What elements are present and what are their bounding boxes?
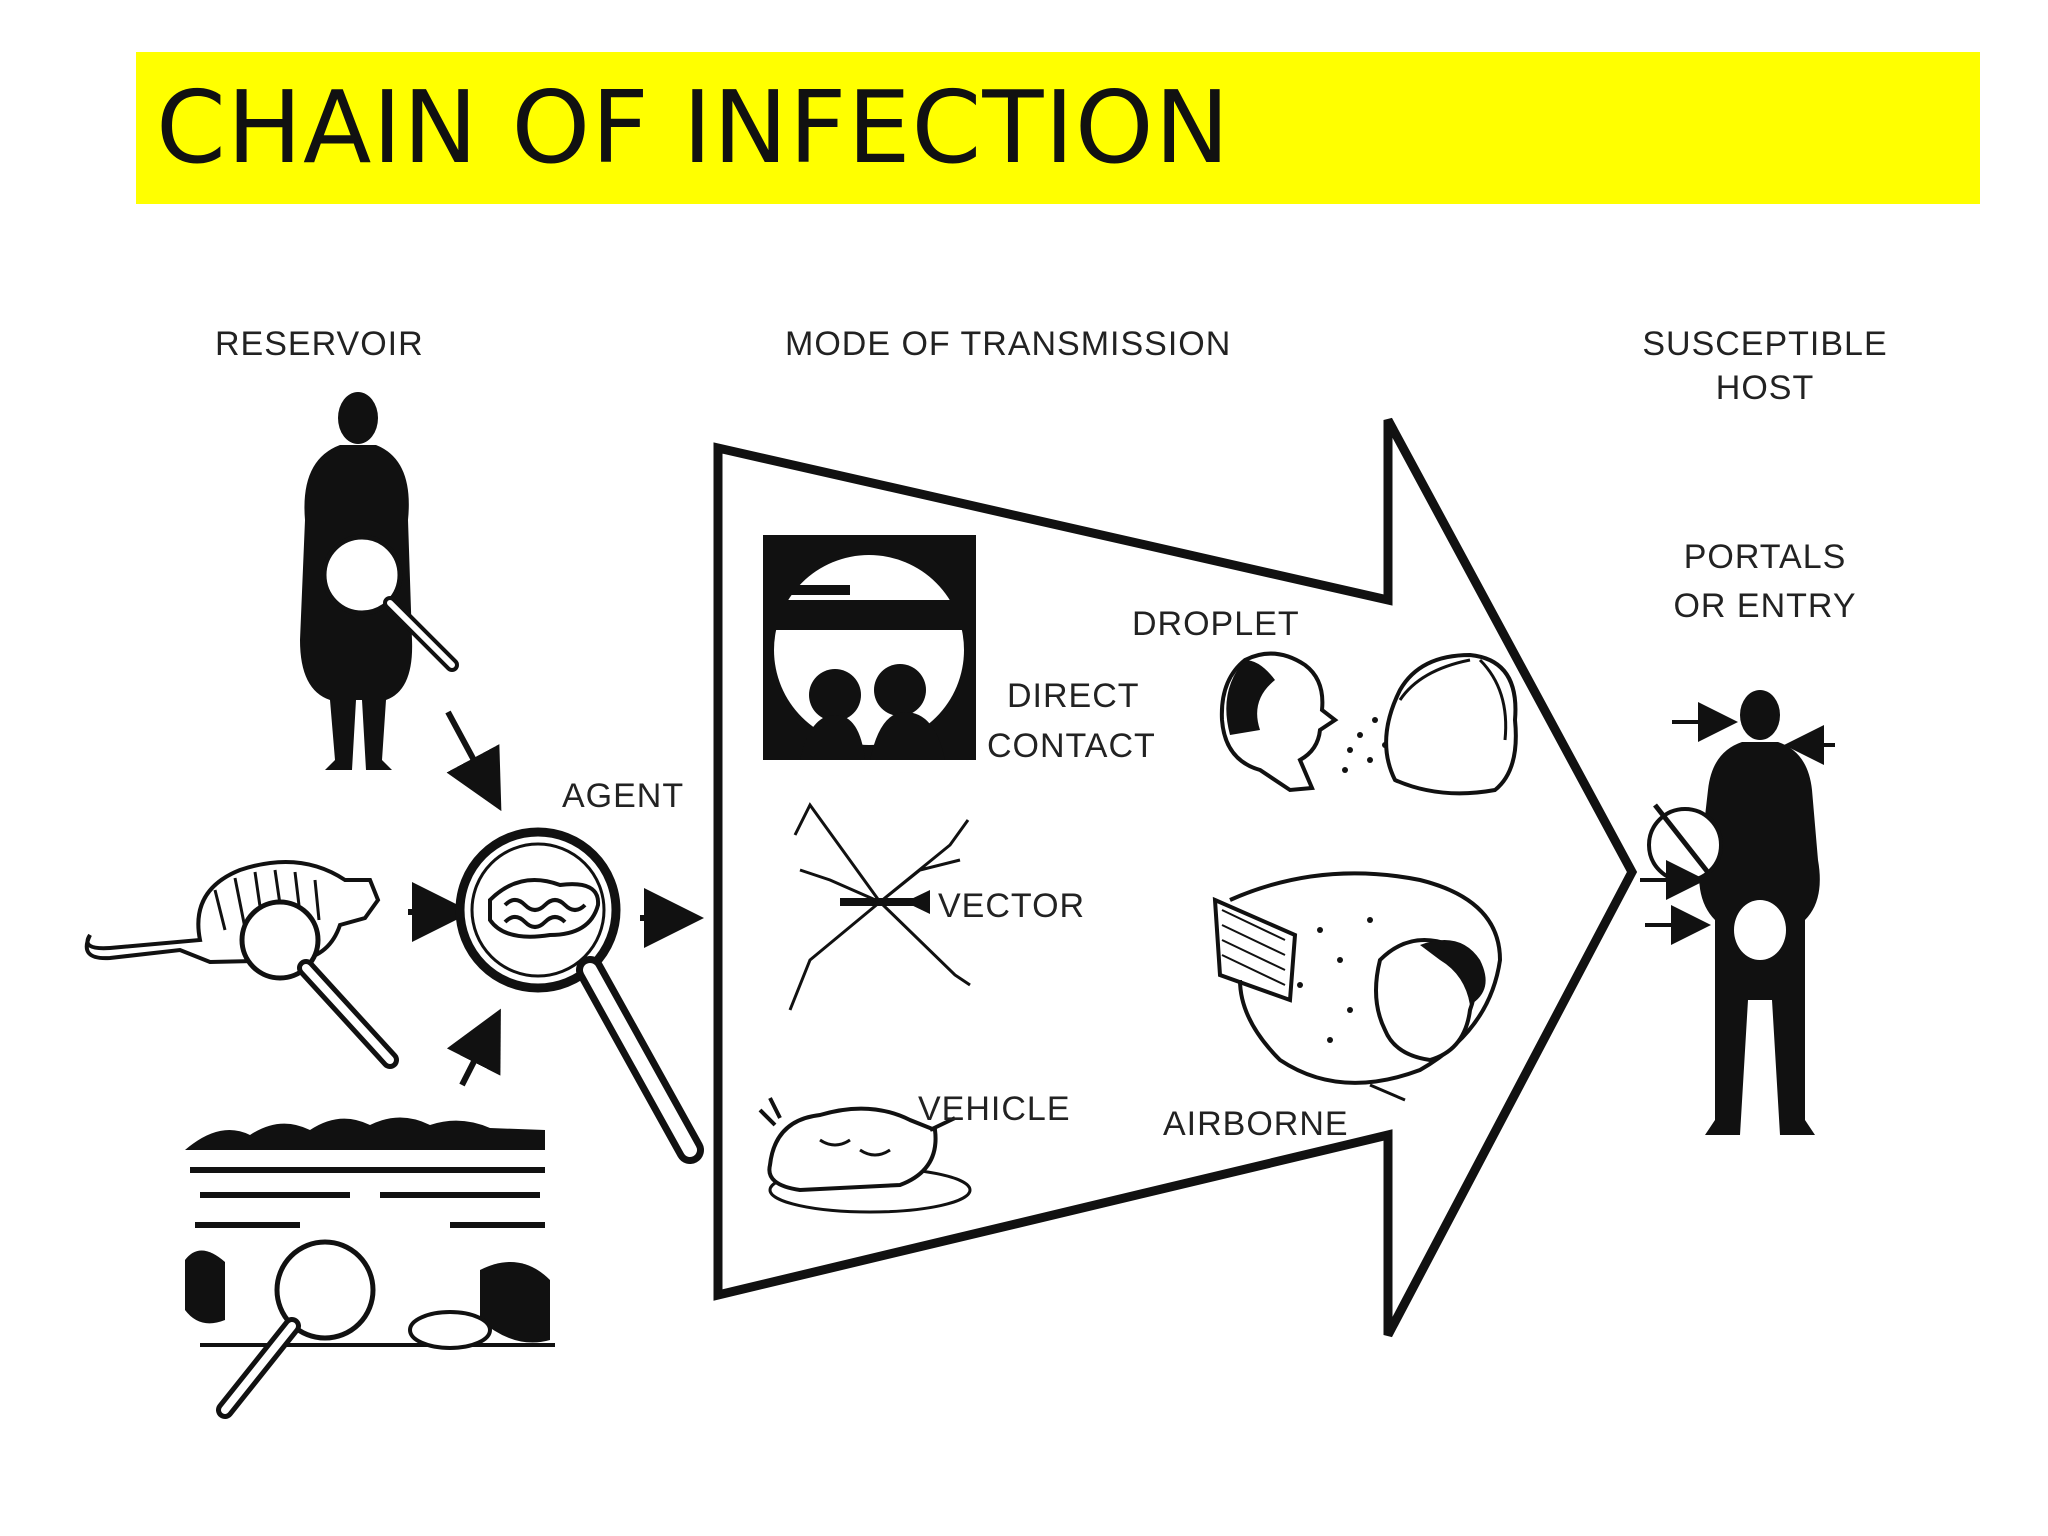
direct-contact-label-line2: CONTACT (987, 727, 1156, 765)
reservoir-animal-icon (84, 860, 399, 1069)
page-title: CHAIN OF INFECTION (156, 69, 1231, 186)
agent-magnifier-icon (455, 827, 704, 1164)
reservoir-label: RESERVOIR (215, 325, 424, 363)
droplet-icon (1219, 651, 1518, 796)
direct-contact-icon (763, 535, 976, 760)
airborne-icon (1212, 871, 1503, 1102)
droplet-label: DROPLET (1132, 605, 1300, 643)
airborne-label: AIRBORNE (1163, 1105, 1349, 1143)
vector-mosquito-icon (788, 802, 971, 1011)
arrow-human-to-agent (445, 710, 502, 812)
portals-label-line2: OR ENTRY (1673, 587, 1857, 625)
susceptible-host-icon (1647, 690, 1820, 1135)
vehicle-food-icon (758, 1097, 972, 1214)
mode-of-transmission-label: MODE OF TRANSMISSION (785, 325, 1232, 363)
reservoir-human-icon (300, 392, 459, 770)
susceptible-host-label-line2: HOST (1715, 369, 1815, 407)
reservoir-environment-icon (185, 1117, 555, 1419)
susceptible-host-label-line1: SUSCEPTIBLE (1642, 325, 1888, 363)
agent-label: AGENT (562, 777, 685, 815)
vector-label: VECTOR (938, 887, 1086, 925)
vehicle-label: VEHICLE (918, 1090, 1071, 1128)
arrow-environment-to-agent (446, 1008, 501, 1087)
portals-label-line1: PORTALS (1683, 538, 1847, 576)
title-banner: CHAIN OF INFECTION (136, 52, 1980, 204)
direct-contact-label-line1: DIRECT (1007, 677, 1140, 715)
